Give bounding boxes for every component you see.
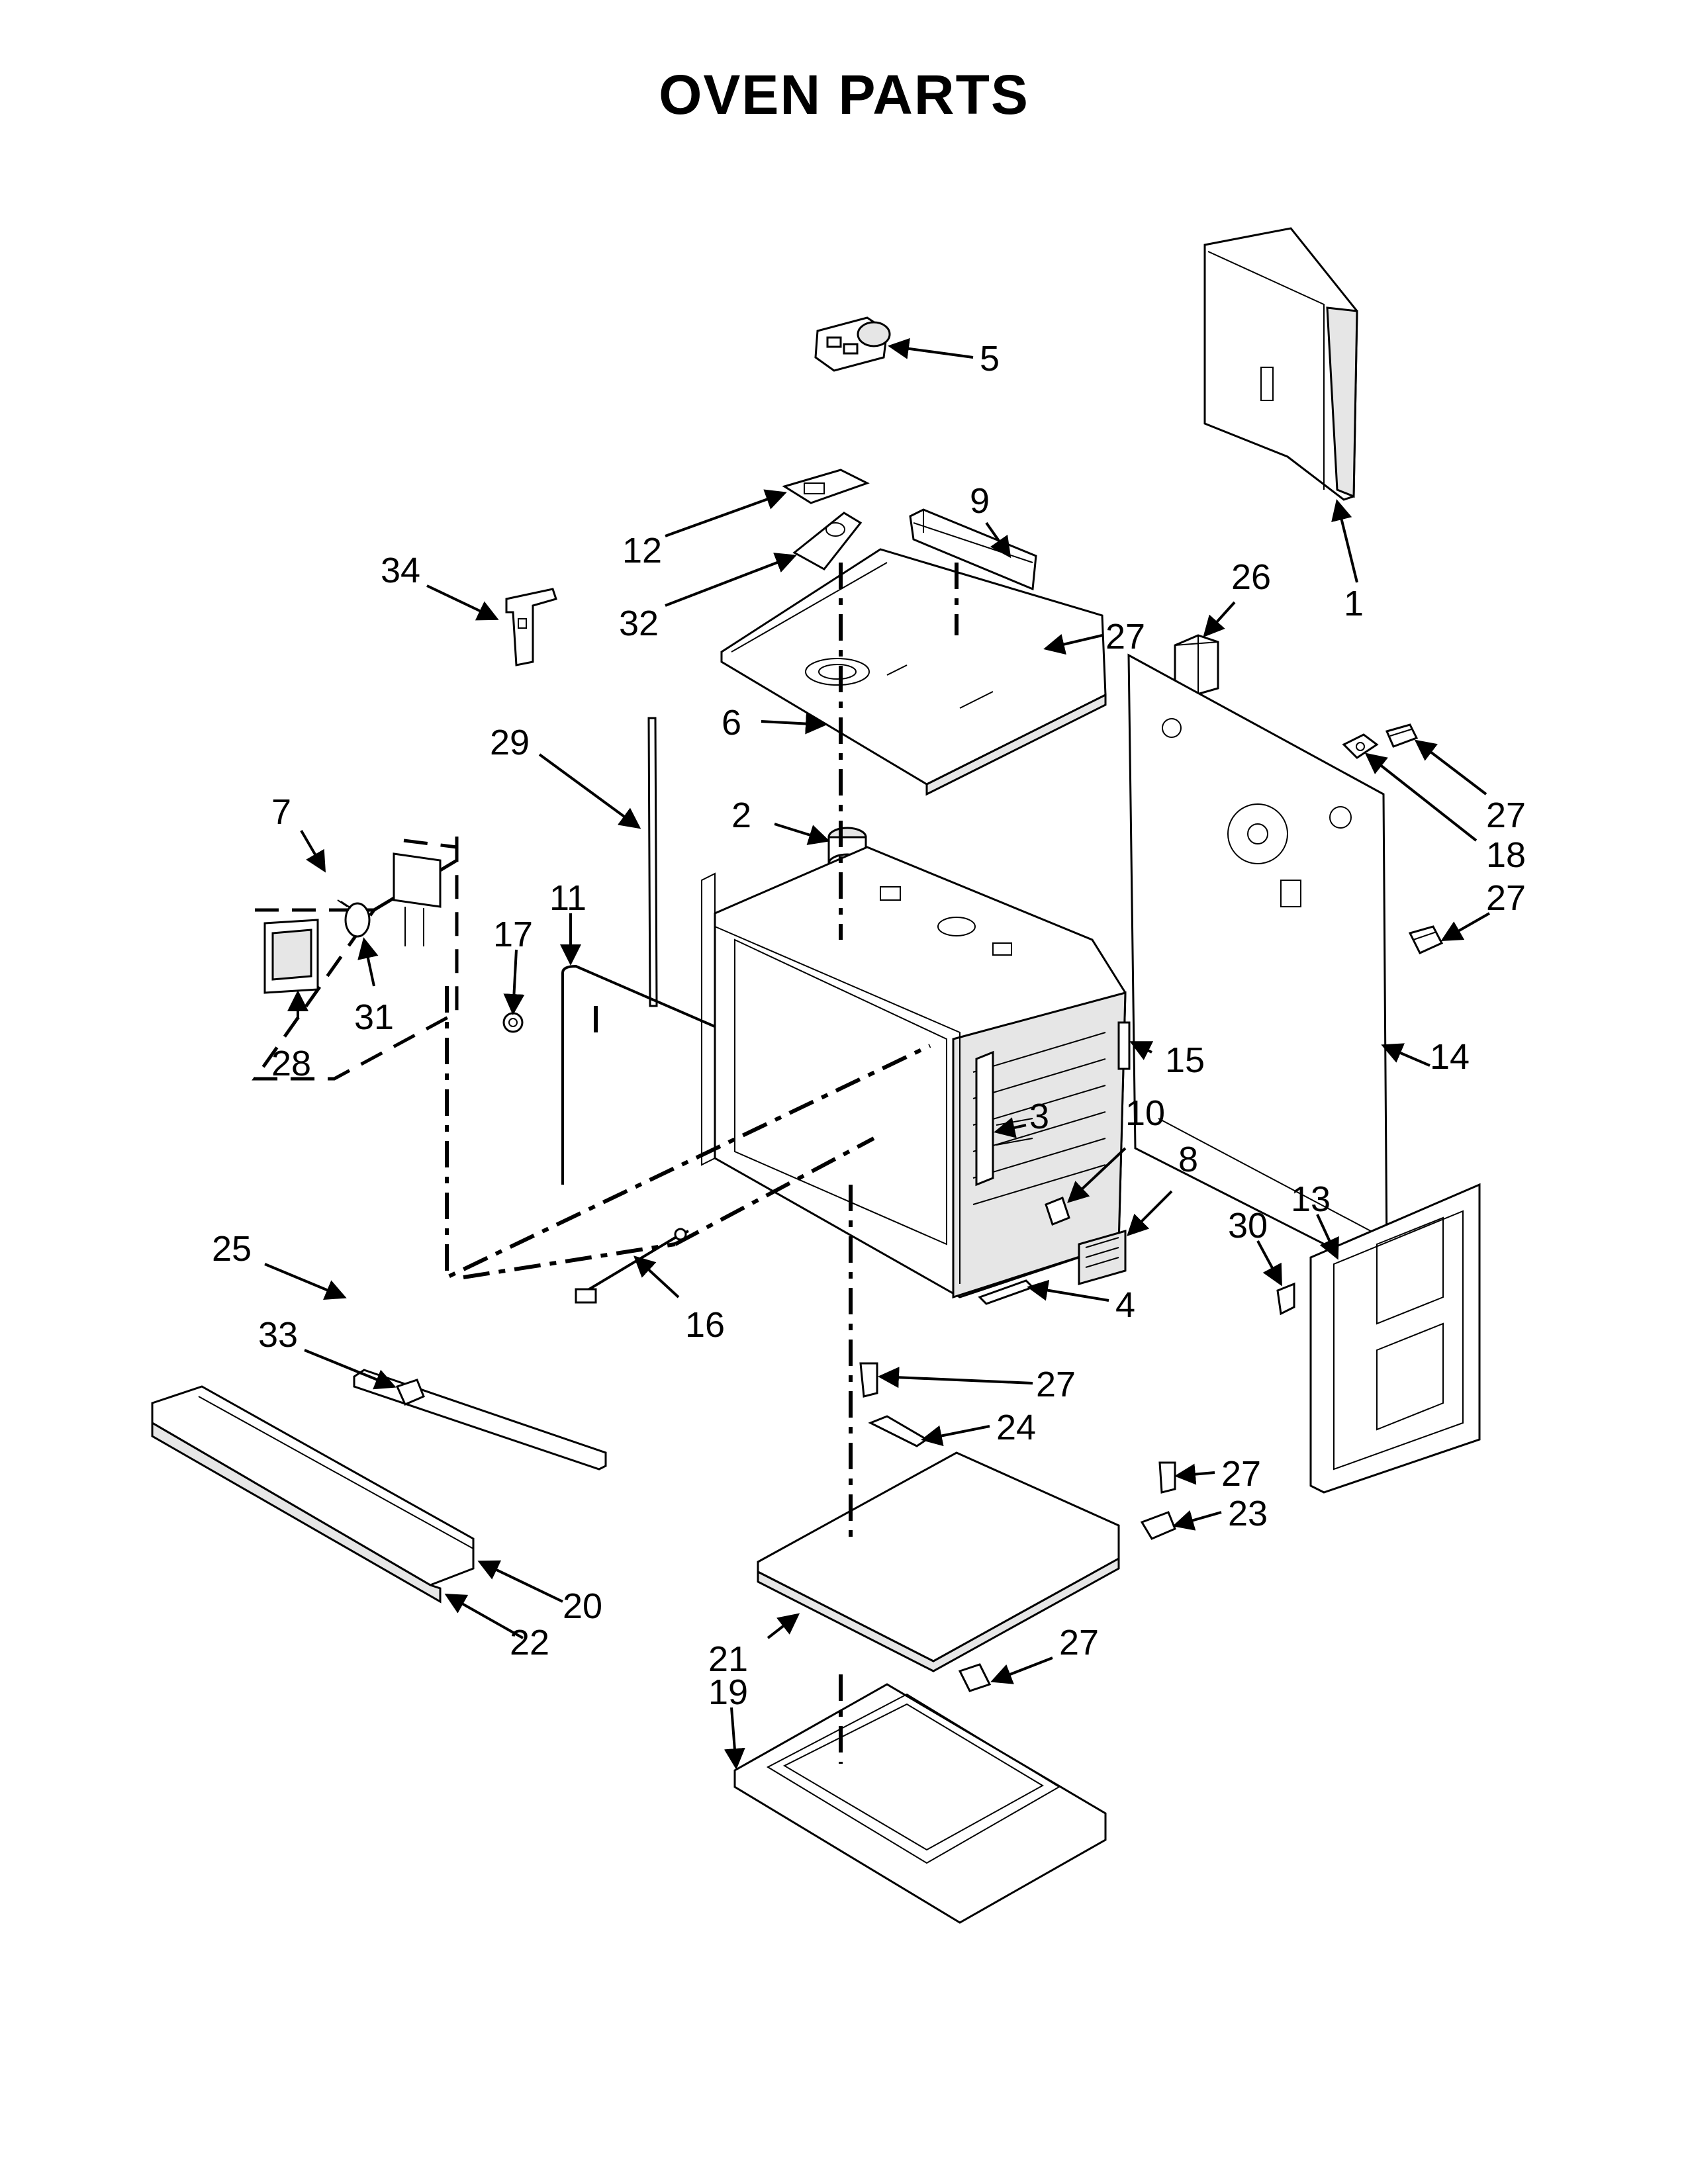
part-7-group (252, 827, 459, 1081)
part-20-trim (151, 1385, 475, 1586)
callout-27-d: 27 (1036, 1365, 1076, 1404)
callout-24: 24 (996, 1408, 1036, 1447)
callout-labels: 1 5 12 32 9 27 6 34 26 27 18 27 14 29 2 … (212, 339, 1526, 1712)
oven-cavity (701, 846, 1127, 1299)
callout-5: 5 (980, 339, 1000, 379)
part-31-knob (337, 899, 371, 938)
part-6-top-panel (720, 548, 1107, 796)
callout-9: 9 (970, 481, 990, 521)
part-1-rear-panel (1203, 227, 1358, 501)
alignment-lines (445, 563, 959, 1764)
part-33-screw (395, 1379, 425, 1406)
leader-lines (264, 338, 1490, 1770)
callout-29: 29 (490, 723, 530, 762)
callout-32: 32 (619, 604, 659, 643)
callout-17: 17 (493, 915, 533, 954)
callout-7: 7 (271, 792, 291, 832)
callout-13: 13 (1291, 1179, 1331, 1219)
callout-16: 16 (685, 1305, 725, 1345)
part-5-component (814, 316, 891, 372)
callout-15: 15 (1165, 1040, 1205, 1080)
part-30-clip (1276, 1282, 1295, 1316)
part-27-screw-a (1385, 723, 1419, 748)
callout-30: 30 (1228, 1206, 1268, 1246)
callout-2: 2 (731, 796, 751, 835)
callout-25: 25 (212, 1229, 252, 1269)
part-18-clip (1342, 733, 1379, 759)
part-27-screw-d (1158, 1461, 1176, 1494)
callout-3: 3 (1029, 1097, 1049, 1136)
callout-8: 8 (1178, 1140, 1198, 1179)
part-9-duct (909, 508, 1037, 591)
part-24-bracket (868, 1415, 929, 1447)
callout-14: 14 (1430, 1037, 1470, 1077)
callout-27-a: 27 (1105, 617, 1145, 657)
part-28-display (263, 919, 319, 994)
callout-33: 33 (258, 1315, 298, 1355)
part-27-screw-e (958, 1663, 992, 1692)
callout-10: 10 (1125, 1093, 1165, 1133)
callout-20: 20 (563, 1586, 602, 1626)
part-22-trim (151, 1421, 442, 1604)
part-16-probe (575, 1228, 689, 1304)
part-27-screw-c (859, 1362, 878, 1398)
part-12-bracket (782, 469, 870, 504)
part-34-bracket (505, 588, 557, 666)
callout-22: 22 (510, 1623, 549, 1662)
callout-27-f: 27 (1059, 1623, 1099, 1662)
callout-27-e: 27 (1221, 1454, 1261, 1494)
part-21-bottom-panel (757, 1451, 1120, 1672)
part-27-screw-b (1408, 925, 1444, 954)
part-10-screw (1045, 1197, 1070, 1226)
callout-12: 12 (622, 531, 662, 570)
part-7-panel (393, 852, 442, 946)
callout-4: 4 (1115, 1285, 1135, 1325)
part-19-bottom-tray (733, 1683, 1107, 1924)
part-15-bracket (1117, 1021, 1131, 1070)
callout-34: 34 (381, 551, 420, 590)
callout-31: 31 (354, 997, 394, 1037)
callout-11: 11 (549, 878, 586, 918)
callout-28: 28 (271, 1044, 311, 1083)
callout-27-c: 27 (1486, 878, 1526, 918)
callout-21: 21 (708, 1639, 748, 1679)
page-title: OVEN PARTS (659, 64, 1029, 126)
callout-6: 6 (722, 703, 741, 743)
part-3-element (975, 1050, 1033, 1187)
callout-19: 19 (708, 1672, 748, 1712)
part-23-bracket (1140, 1511, 1176, 1540)
part-13-side-shield (1309, 1183, 1481, 1494)
callout-1: 1 (1344, 584, 1364, 623)
callout-27-b: 27 (1486, 796, 1526, 835)
callout-18: 18 (1486, 835, 1526, 875)
part-32-bracket (792, 512, 863, 570)
callout-23: 23 (1228, 1494, 1268, 1533)
part-29-rod (647, 717, 658, 1007)
callout-26: 26 (1231, 557, 1271, 597)
part-8-filter (1078, 1230, 1127, 1285)
part-11-gasket (561, 964, 752, 1185)
part-17-plug (502, 1012, 524, 1033)
